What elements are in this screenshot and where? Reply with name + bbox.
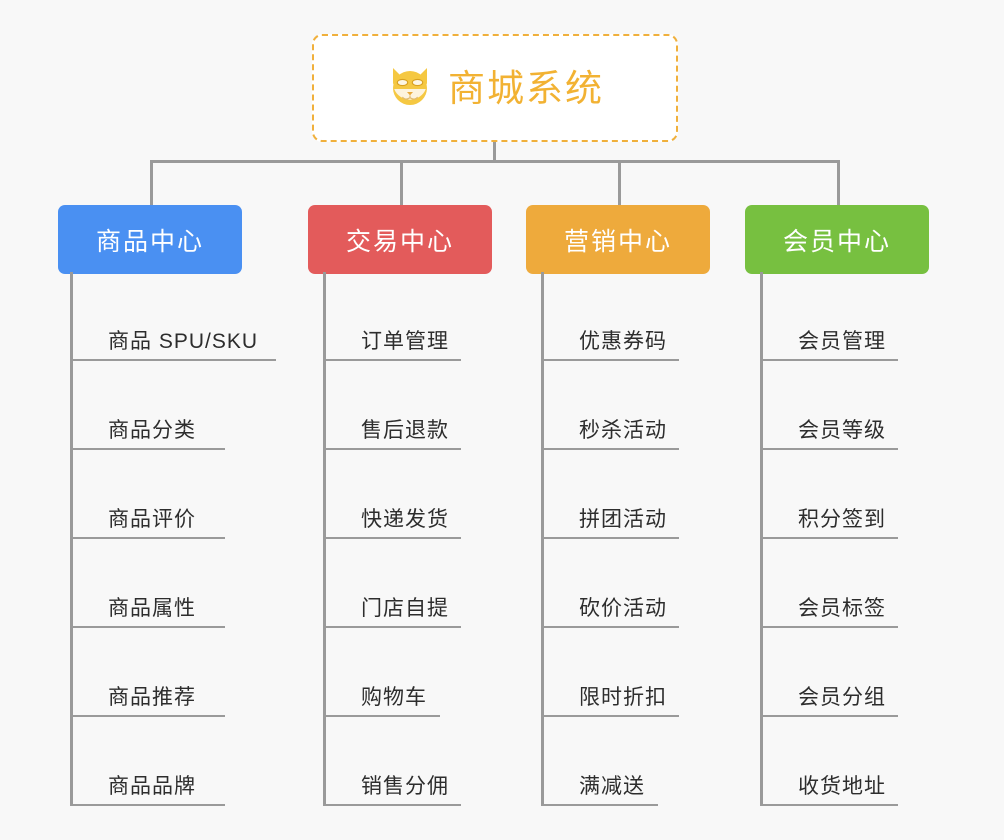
root-node[interactable]: 商城系统: [312, 34, 678, 142]
branch-box-1[interactable]: 商品中心: [58, 205, 242, 274]
leaf-underline: [323, 804, 461, 806]
branch-label-1: 商品中心: [95, 227, 204, 256]
leaf-item[interactable]: 会员等级: [760, 361, 898, 450]
leaf-label: 订单管理: [361, 330, 449, 353]
leaf-underline: [541, 359, 679, 361]
leaf-item[interactable]: 商品 SPU/SKU: [70, 272, 276, 361]
leaf-item[interactable]: 售后退款: [323, 361, 461, 450]
leaf-item[interactable]: 会员标签: [760, 539, 898, 628]
leaf-underline: [70, 537, 225, 539]
branch-label-3: 营销中心: [563, 227, 672, 256]
connector-horizontal-bus: [150, 160, 840, 163]
leaf-item[interactable]: 商品推荐: [70, 628, 225, 717]
leaf-label: 收货地址: [798, 775, 886, 798]
branch-label-4: 会员中心: [782, 227, 891, 256]
leaf-underline: [541, 715, 679, 717]
leaf-label: 商品评价: [108, 508, 196, 531]
leaf-item[interactable]: 订单管理: [323, 272, 461, 361]
leaf-item[interactable]: 积分签到: [760, 450, 898, 539]
leaf-item[interactable]: 收货地址: [760, 717, 898, 806]
leaf-item[interactable]: 砍价活动: [541, 539, 679, 628]
leaf-label: 商品分类: [108, 419, 196, 442]
leaf-label: 满减送: [579, 775, 645, 798]
branch-box-3[interactable]: 营销中心: [526, 205, 710, 274]
leaf-underline: [541, 804, 658, 806]
leaf-underline: [323, 715, 440, 717]
leaf-underline: [323, 448, 461, 450]
leaf-underline: [760, 626, 898, 628]
leaf-label: 会员等级: [798, 419, 886, 442]
leaf-item[interactable]: 满减送: [541, 717, 658, 806]
leaf-label: 销售分佣: [361, 775, 449, 798]
leaf-underline: [541, 448, 679, 450]
leaf-underline: [760, 804, 898, 806]
leaf-underline: [323, 537, 461, 539]
leaf-item[interactable]: 商品属性: [70, 539, 225, 628]
leaf-label: 限时折扣: [579, 686, 667, 709]
leaf-item[interactable]: 门店自提: [323, 539, 461, 628]
shiba-dog-icon: [386, 62, 434, 115]
leaf-label: 商品品牌: [108, 775, 196, 798]
connector-root-stem: [493, 142, 496, 163]
branch-box-4[interactable]: 会员中心: [745, 205, 929, 274]
branch-box-2[interactable]: 交易中心: [308, 205, 492, 274]
leaf-label: 商品 SPU/SKU: [108, 330, 259, 353]
leaf-underline: [760, 359, 898, 361]
leaf-item[interactable]: 会员分组: [760, 628, 898, 717]
leaf-label: 门店自提: [361, 597, 449, 620]
leaf-underline: [70, 626, 225, 628]
leaf-underline: [541, 537, 679, 539]
leaf-underline: [760, 715, 898, 717]
leaf-underline: [760, 448, 898, 450]
connector-drop-2: [400, 160, 403, 205]
leaf-spine-2: [323, 272, 326, 806]
leaf-label: 积分签到: [798, 508, 886, 531]
leaf-label: 商品推荐: [108, 686, 196, 709]
leaf-underline: [323, 626, 461, 628]
leaf-item[interactable]: 商品分类: [70, 361, 225, 450]
leaf-underline: [70, 804, 225, 806]
leaf-underline: [70, 715, 225, 717]
leaf-label: 会员分组: [798, 686, 886, 709]
leaf-underline: [70, 359, 276, 361]
leaf-underline: [541, 626, 679, 628]
branch-label-2: 交易中心: [345, 227, 454, 256]
leaf-item[interactable]: 秒杀活动: [541, 361, 679, 450]
leaf-label: 售后退款: [361, 419, 449, 442]
leaf-item[interactable]: 商品评价: [70, 450, 225, 539]
leaf-item[interactable]: 商品品牌: [70, 717, 225, 806]
leaf-item[interactable]: 优惠券码: [541, 272, 679, 361]
leaf-underline: [323, 359, 461, 361]
connector-drop-1: [150, 160, 153, 205]
root-title: 商城系统: [448, 67, 604, 109]
leaf-spine-1: [70, 272, 73, 806]
leaf-item[interactable]: 销售分佣: [323, 717, 461, 806]
leaf-label: 会员管理: [798, 330, 886, 353]
leaf-label: 砍价活动: [579, 597, 667, 620]
leaf-label: 优惠券码: [579, 330, 667, 353]
connector-drop-4: [837, 160, 840, 205]
leaf-label: 购物车: [361, 686, 427, 709]
leaf-spine-4: [760, 272, 763, 806]
leaf-label: 秒杀活动: [579, 419, 667, 442]
leaf-label: 会员标签: [798, 597, 886, 620]
leaf-label: 商品属性: [108, 597, 196, 620]
connector-drop-3: [618, 160, 621, 205]
leaf-item[interactable]: 限时折扣: [541, 628, 679, 717]
leaf-item[interactable]: 快递发货: [323, 450, 461, 539]
leaf-spine-3: [541, 272, 544, 806]
leaf-item[interactable]: 购物车: [323, 628, 440, 717]
leaf-item[interactable]: 会员管理: [760, 272, 898, 361]
leaf-underline: [70, 448, 225, 450]
leaf-underline: [760, 537, 898, 539]
leaf-label: 拼团活动: [579, 508, 667, 531]
leaf-item[interactable]: 拼团活动: [541, 450, 679, 539]
leaf-label: 快递发货: [361, 508, 449, 531]
